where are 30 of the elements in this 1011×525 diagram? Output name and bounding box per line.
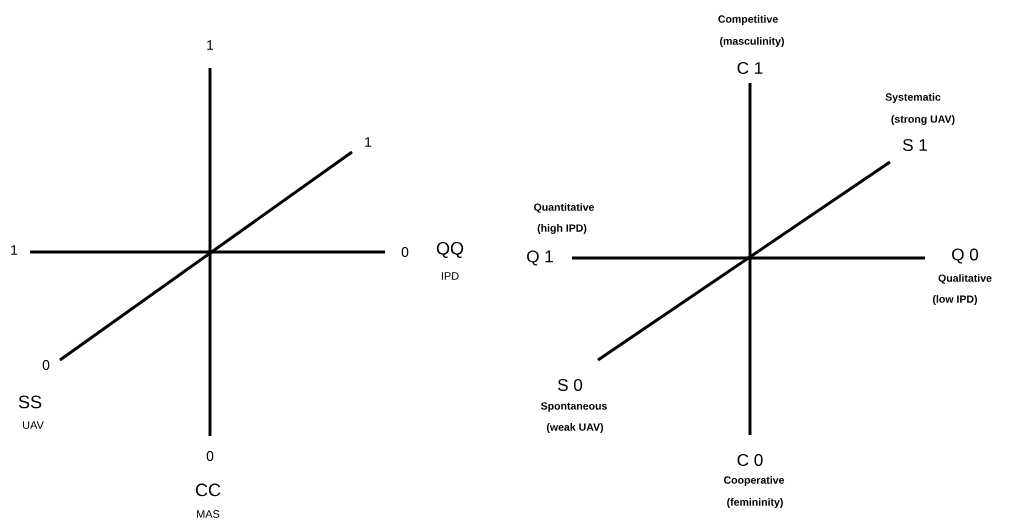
axis-description: UAV bbox=[23, 421, 44, 429]
pole-description: Quantitative bbox=[534, 203, 595, 213]
pole-description: Systematic bbox=[885, 93, 941, 103]
pole-description: (weak UAV) bbox=[546, 423, 604, 433]
pole-label: Q 0 bbox=[952, 248, 979, 264]
axis-value: 0 bbox=[42, 360, 50, 370]
pole-description: (masculinity) bbox=[720, 37, 784, 47]
pole-description: Spontaneous bbox=[540, 402, 607, 412]
pole-description: (strong UAV) bbox=[891, 115, 955, 125]
axis-value: 1 bbox=[207, 40, 214, 50]
pole-description: (femininity) bbox=[727, 498, 783, 508]
axis-value: 0 bbox=[206, 451, 214, 461]
axis-name: SS bbox=[18, 395, 42, 409]
axis-value: 0 bbox=[401, 247, 409, 257]
axis-description: IPD bbox=[441, 272, 459, 280]
axis-name: CC bbox=[195, 483, 221, 497]
pole-description: Cooperative bbox=[724, 476, 785, 486]
axis-value: 1 bbox=[11, 245, 18, 255]
pole-label: S 0 bbox=[557, 378, 583, 392]
pole-description: Qualitative bbox=[938, 274, 992, 284]
pole-description: (high IPD) bbox=[537, 224, 587, 234]
pole-label: C 0 bbox=[737, 453, 763, 467]
axis-value: 1 bbox=[365, 137, 372, 147]
pole-label: S 1 bbox=[902, 138, 927, 152]
pole-description: Competitive bbox=[718, 15, 778, 25]
pole-label: Q 1 bbox=[527, 250, 553, 266]
pole-label: C 1 bbox=[737, 61, 763, 75]
axis-description: MAS bbox=[197, 510, 220, 518]
axis-name: QQ bbox=[436, 242, 464, 258]
pole-description: (low IPD) bbox=[933, 295, 977, 305]
